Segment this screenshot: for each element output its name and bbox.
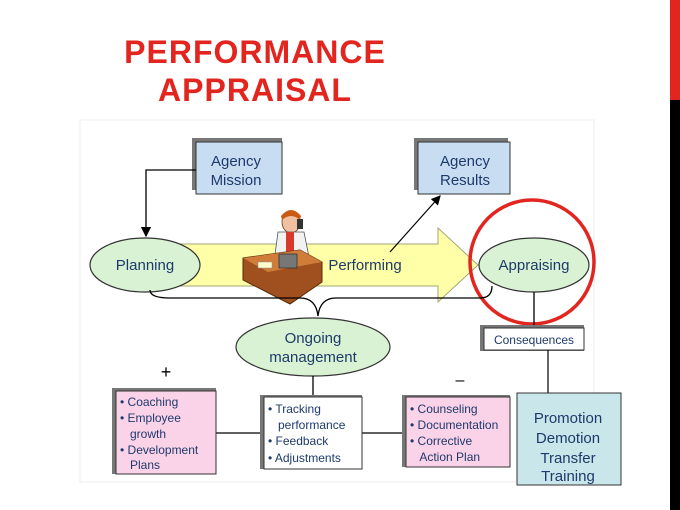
outcome-promotion: Promotion [534, 410, 602, 427]
tracking-item-2: performance [268, 418, 346, 432]
positive-item-5: Plans [120, 458, 160, 472]
appraising-label: Appraising [499, 257, 570, 274]
person-at-desk-illustration [242, 210, 323, 305]
agency-results-label-1: Agency [440, 153, 491, 170]
negative-item-2: • Documentation [410, 418, 498, 432]
appraising-highlight-circle [468, 198, 596, 326]
negative-item-1: • Counseling [410, 402, 478, 416]
performing-to-results-connector [389, 195, 441, 253]
outcome-transfer: Transfer [540, 450, 595, 467]
consequences-box [483, 327, 585, 351]
negative-box [405, 396, 511, 468]
negative-sign: – [456, 372, 465, 389]
slide-title-line-2: APPRAISAL [158, 72, 352, 108]
positive-box [115, 390, 217, 475]
tracking-box [263, 396, 363, 470]
positive-sign: + [161, 362, 172, 382]
performing-label: Performing [328, 257, 401, 274]
outcomes-box [516, 392, 622, 486]
planning-label: Planning [116, 257, 174, 274]
agency-mission-label-1: Agency [211, 153, 262, 170]
consequences-label: Consequences [494, 333, 574, 347]
positive-item-2: • Employee [120, 411, 181, 425]
positive-item-1: • Coaching [120, 395, 178, 409]
ongoing-management-ellipse [235, 317, 391, 377]
ongoing-management-label-1: Ongoing [285, 330, 342, 347]
positive-item-4: • Development [120, 443, 199, 457]
feedback-brace [149, 285, 493, 317]
agency-mission-label-2: Mission [211, 172, 262, 189]
agency-results-label-2: Results [440, 172, 490, 189]
negative-item-4: Action Plan [410, 450, 480, 464]
tracking-item-3: • Feedback [268, 434, 329, 448]
agency-results-box [417, 141, 511, 195]
tracking-item-1: • Tracking [268, 402, 321, 416]
negative-item-3: • Corrective [410, 434, 473, 448]
agency-mission-box [195, 141, 283, 195]
accent-bar-black [670, 100, 680, 510]
accent-bar-red [670, 0, 680, 100]
slide-title-line-1: PERFORMANCE [124, 34, 386, 70]
mission-to-planning-connector [140, 169, 196, 238]
tracking-item-4: • Adjustments [268, 451, 341, 465]
ongoing-management-label-2: management [269, 349, 357, 366]
outcome-training: Training [541, 468, 595, 485]
positive-item-3: growth [120, 427, 166, 441]
outcome-demotion: Demotion [536, 430, 600, 447]
planning-ellipse [89, 237, 201, 293]
